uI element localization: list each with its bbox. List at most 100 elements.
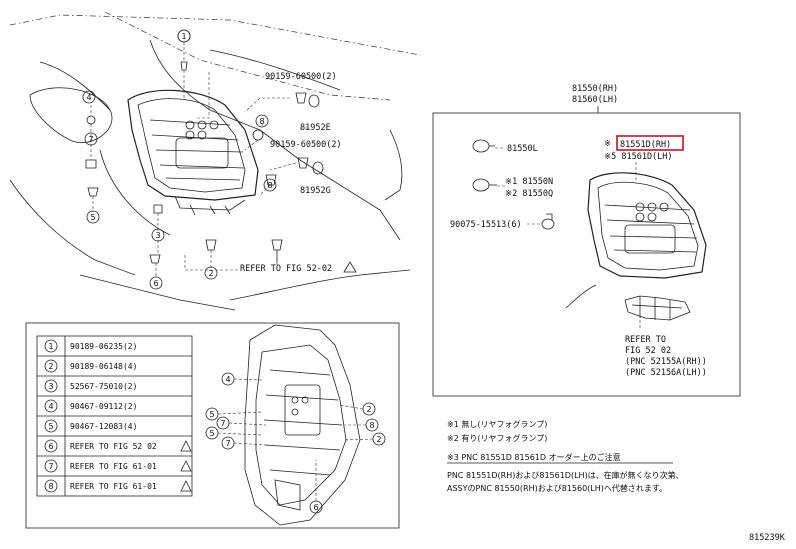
legend-callout-number: 1 [48,342,53,351]
assembly-box [432,112,741,397]
detail-callout-2a: 2 [362,402,376,416]
detail-leaders [217,378,374,501]
note-1: ※1 無し(リヤフォグランプ) [447,419,547,429]
legend-part-text: REFER TO FIG 61-01 [70,462,157,471]
legend-part-text: 52567-75010(2) [70,382,137,391]
legend-table: 1 90189-06235(2) 2 90189-06148(4) 3 52567-750… [36,335,193,497]
callout-6-left: 6 [149,276,163,290]
detail-callout-5a: 5 [205,407,219,421]
detail-callout-4: 4 [221,372,235,386]
footer-code: 815239K [749,533,786,543]
legend-callout-number: 5 [48,422,53,431]
label-81560-lh: 81560(LH) [572,95,618,105]
legend-part-text: REFER TO FIG 61-01 [70,482,157,491]
svg-text:5: 5 [209,410,214,419]
label-90075-15513: 90075-15513(6) [450,220,522,230]
label-81550q: ※2 81550Q [505,189,553,199]
callout-8-low: 8 [263,178,277,192]
detail-callout-7a: 7 [216,416,230,430]
legend-part-text: 90189-06148(4) [70,362,137,371]
callout-8-mid: 8 [255,114,269,128]
svg-text:5: 5 [90,213,95,222]
note-3-line2: ASSYのPNC 81550(RH)および81560(LH)へ代替されます。 [447,483,667,493]
legend-callout-number: 4 [48,402,53,411]
svg-text:1: 1 [181,32,186,41]
label-81551d-rh[interactable]: 81551D(RH) [620,140,671,150]
svg-text:7: 7 [225,439,230,448]
label-pnc-52156a: (PNC 52156A(LH)) [625,368,707,378]
legend-callout-number: 7 [48,462,53,471]
left-tail-lamp [127,89,259,216]
label-90159-60500-lower: 90159-60500(2) [270,140,342,150]
legend-callout-circle [44,339,58,353]
legend-part-text: REFER TO FIG 52 02 [70,442,157,451]
svg-text:2: 2 [208,269,213,278]
label-81550l: 81550L [507,144,538,154]
legend-callout-number: 8 [48,482,53,491]
svg-text:2: 2 [366,405,371,414]
legend-callout-circle [44,459,58,473]
svg-text:5: 5 [209,429,214,438]
detail-callout-6: 6 [309,500,323,514]
note-3-line1: PNC 81551D(RH)および81561D(LH)は、在庫が無くなり次第、 [447,470,684,480]
warning-triangle-icon [180,440,192,452]
detail-callout-2b: 2 [372,432,386,446]
svg-text:4: 4 [86,93,91,102]
label-refer-to: REFER TO [625,335,666,345]
warning-triangle-icon [180,460,192,472]
legend-callout-number: 2 [48,362,53,371]
svg-text:3: 3 [155,231,160,240]
svg-text:4: 4 [225,375,230,384]
label-refer-52-02: REFER TO FIG 52-02 [240,264,332,274]
detail-callout-7b: 7 [221,436,235,450]
svg-text:2: 2 [376,435,381,444]
highlight-box [616,135,684,151]
callout-4-left: 4 [82,90,96,104]
note-3-head: ※3 PNC 81551D 81561D オーダー上のご注意 [447,452,621,462]
legend-callout-number: 6 [48,442,53,451]
callout-5-left: 5 [86,210,100,224]
right-harness [624,295,691,330]
label-81550-rh: 81550(RH) [572,84,618,94]
svg-text:6: 6 [153,279,158,288]
right-bulb [472,178,505,192]
callout-1-top: 1 [177,29,191,43]
svg-text:7: 7 [88,135,93,144]
left-body-outline [9,11,421,311]
svg-text:7: 7 [220,419,225,428]
legend-callout-circle [44,479,58,493]
legend-box [25,322,400,529]
label-fig-52-02: FIG 52 02 [625,346,671,356]
svg-text:8: 8 [259,117,264,126]
legend-callout-circle [44,379,58,393]
legend-callout-number: 3 [48,382,53,391]
note-2: ※2 有り(リヤフォグランプ) [447,433,547,443]
right-tail-lamp [565,172,707,309]
detail-callout-5b: 5 [205,426,219,440]
detail-callouts: 4 5 7 5 7 2 8 2 6 [205,372,386,514]
mark-asterisk: ※ [604,139,611,149]
legend-callout-circle [44,399,58,413]
right-screw [541,213,555,230]
legend-part-text: 90467-12083(4) [70,422,137,431]
legend-callout-circle [44,439,58,453]
label-81550n: ※1 81550N [505,177,553,187]
warning-triangle-icon [343,261,357,273]
label-90159-60500-upper: 90159-60500(2) [265,72,337,82]
warning-triangle-icon [180,480,192,492]
svg-text:8: 8 [369,421,374,430]
legend-callout-circle [44,419,58,433]
legend-callout-circle [44,359,58,373]
legend-part-text: 90189-06235(2) [70,342,137,351]
callout-3-left: 3 [151,228,165,242]
right-socket [472,139,505,153]
callout-7-left: 7 [84,132,98,146]
label-81952g: 81952G [300,186,331,196]
label-pnc-52155a: (PNC 52155A(RH)) [625,357,707,367]
svg-text:8: 8 [267,181,272,190]
label-81952e: 81952E [300,123,331,133]
label-81561d-lh: ※5 81561D(LH) [604,152,673,162]
mounted-detail [244,324,361,526]
left-leaders [90,42,308,278]
